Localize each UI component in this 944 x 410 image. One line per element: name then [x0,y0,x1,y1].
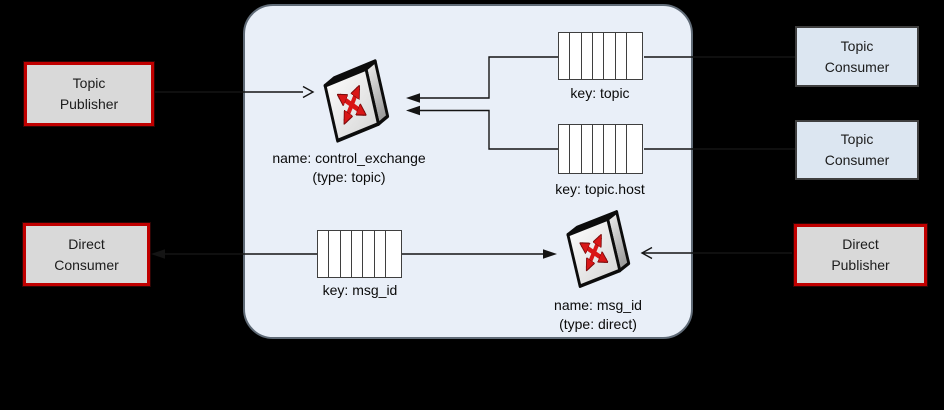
queue-segment [616,33,627,79]
exchange-name-label: name: msg_id [554,297,642,313]
queue-segment [559,125,571,173]
exchange-switch-icon [323,59,390,143]
queue-topic [558,32,643,80]
queue-segment [570,125,582,173]
topic-consumer-2-box: Topic Consumer [795,120,919,180]
direct-consumer-label-line1: Direct [68,235,105,252]
queue-segment [616,125,627,173]
crossing-arrows-glyph [582,237,606,268]
exchange-type-label: (type: topic) [312,169,386,185]
queue-segment [604,33,616,79]
direct-publisher-label-line1: Direct [842,236,879,252]
queue-key-label: key: msg_id [322,282,398,298]
direct-publisher-label-line2: Publisher [831,257,890,273]
direct-consumer-box: Direct Consumer [23,223,150,286]
topic-consumer-1-label-line1: Topic [840,37,874,54]
queue-segment [386,231,401,277]
queue-key-label: key: topic.host [555,181,645,197]
solid-arrowhead-left-icon [151,249,165,259]
queue-segment [582,33,593,79]
queue-segment [318,231,330,277]
topic-consumer-1-label-line2: Consumer [824,58,890,75]
queue-msg-id [317,230,402,278]
topic-consumer-1-box: Topic Consumer [795,26,919,87]
queue-segment [341,231,352,277]
queue-segment [593,33,605,79]
queue-segment [627,125,642,173]
queue-segment [559,33,571,79]
topic-consumer-2-label-line2: Consumer [824,152,890,168]
topic-consumer-2-label-line1: Topic [840,131,874,147]
queue-segment [582,125,593,173]
queue-segment [375,231,386,277]
queue-key-label: key: topic [570,85,630,101]
queue-segment [627,33,642,79]
queue-segment [329,231,341,277]
topic-publisher-box: Topic Publisher [24,62,154,126]
direct-publisher-box: Direct Publisher [794,224,927,286]
queue-segment [352,231,364,277]
direct-consumer-label-line2: Consumer [54,256,119,273]
queue-topic-host [558,124,643,174]
exchange-name-label: name: control_exchange [272,150,426,166]
exchange-switch-icon [566,210,631,288]
queue-segment [363,231,375,277]
topic-publisher-label-line1: Topic [72,75,106,91]
queue-segment [604,125,616,173]
exchange-type-label: (type: direct) [559,316,637,332]
queue-segment [570,33,582,79]
queue-segment [593,125,605,173]
crossing-arrows-glyph [339,88,364,122]
topic-publisher-label-line2: Publisher [59,96,119,112]
